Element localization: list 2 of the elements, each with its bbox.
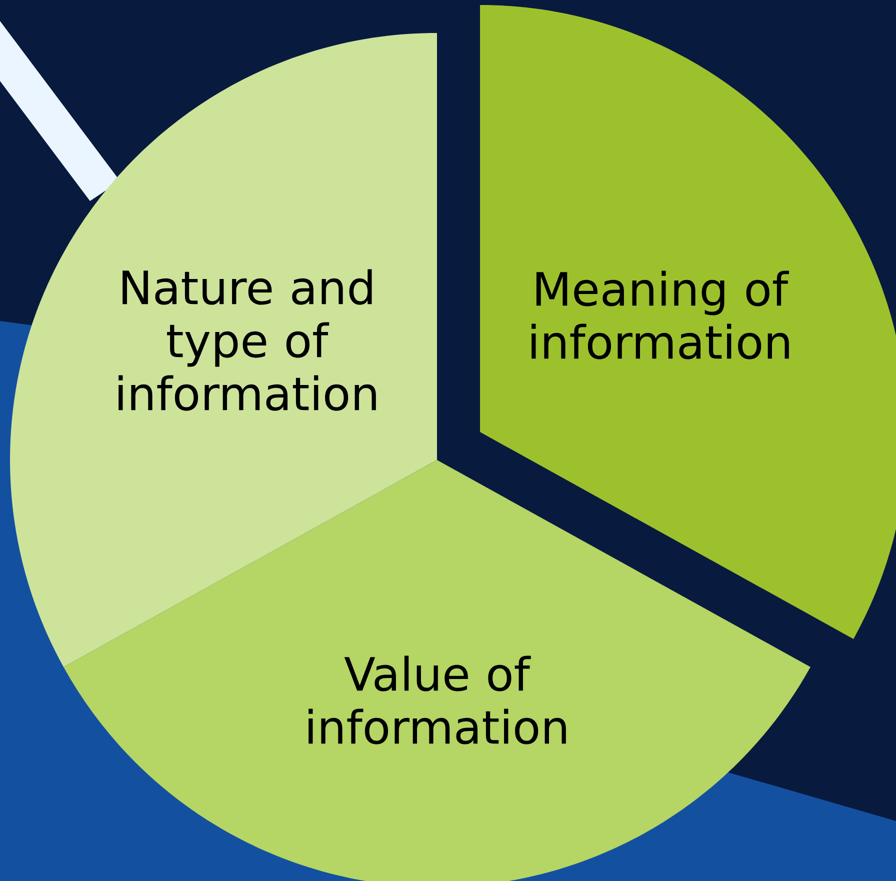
pie-sector: Value of information xyxy=(64,460,810,881)
pie-sector: Meaning of information xyxy=(480,5,896,640)
